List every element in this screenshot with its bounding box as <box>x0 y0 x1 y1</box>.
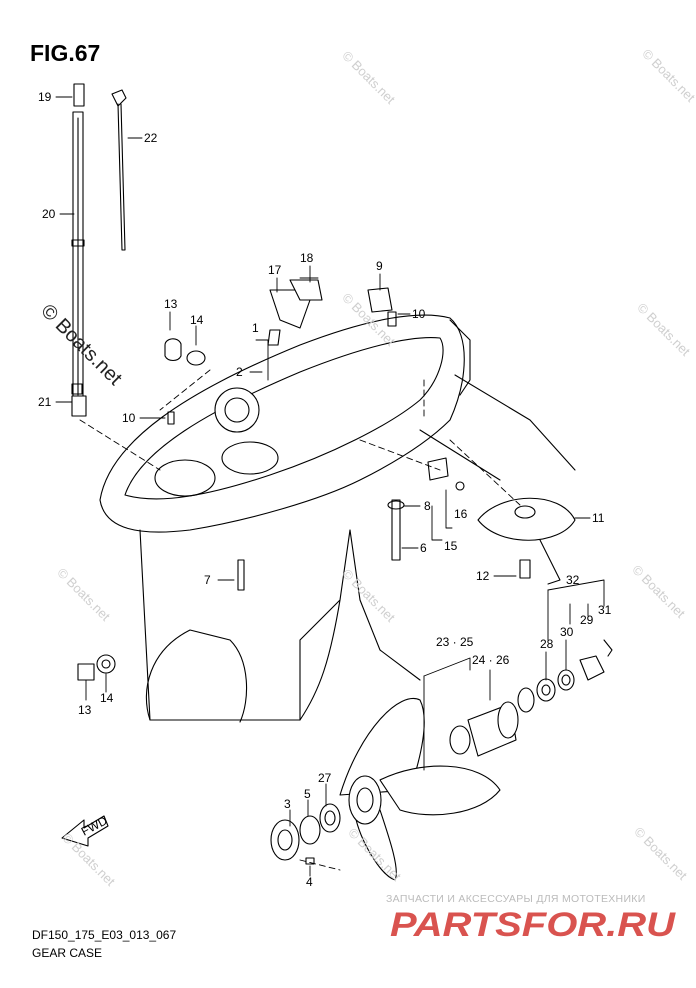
callout-31: 31 <box>598 603 612 617</box>
callout-4: 4 <box>306 875 313 889</box>
callout-22: 22 <box>144 131 158 145</box>
callout-12: 12 <box>476 569 490 583</box>
callout-20: 20 <box>42 207 56 221</box>
callout-14b: 14 <box>100 691 114 705</box>
callout-5: 5 <box>304 787 311 801</box>
callout-7: 7 <box>204 573 211 587</box>
svg-text:PARTSFOR.RU: PARTSFOR.RU <box>390 906 677 942</box>
alignment-lines <box>79 369 521 871</box>
callout-19: 19 <box>38 90 52 104</box>
diagram-caption: GEAR CASE <box>32 946 103 960</box>
diagram-code: DF150_175_E03_013_067 <box>32 928 177 942</box>
callout-1: 1 <box>252 321 259 335</box>
callout-6: 6 <box>420 541 427 555</box>
callout-30: 30 <box>560 625 574 639</box>
callout-13a: 13 <box>164 297 178 311</box>
callout-10b: 10 <box>412 307 426 321</box>
thrust-hub <box>449 639 613 757</box>
callout-18: 18 <box>300 251 314 265</box>
anode-trim-tab <box>477 497 576 585</box>
propeller <box>339 698 501 881</box>
cable-tie <box>111 89 127 251</box>
fwd-arrow-icon <box>61 815 109 847</box>
callout-27: 27 <box>318 771 332 785</box>
callout-21: 21 <box>38 395 52 409</box>
callout-16: 16 <box>454 507 468 521</box>
callout-28: 28 <box>540 637 554 651</box>
callout-9: 9 <box>376 259 383 273</box>
brand-logo: PARTSFOR.RU <box>390 906 677 942</box>
callout-13b: 13 <box>78 703 92 717</box>
callout-17: 17 <box>268 263 282 277</box>
callout-11: 11 <box>592 511 605 525</box>
callout-29: 29 <box>580 613 594 627</box>
callout-24: 24 · 26 <box>472 653 510 667</box>
callout-3: 3 <box>284 797 291 811</box>
callout-8: 8 <box>424 499 431 513</box>
prop-shaft-parts <box>270 803 341 865</box>
figure-title: FIG.67 <box>30 40 101 66</box>
callout-14a: 14 <box>190 313 204 327</box>
shift-rod <box>71 83 87 417</box>
brand-tagline: ЗАПЧАСТИ И АКСЕССУАРЫ ДЛЯ МОТОТЕХНИКИ <box>386 893 646 905</box>
callout-2: 2 <box>236 365 243 379</box>
callout-15: 15 <box>444 539 458 553</box>
callout-23: 23 · 25 <box>436 635 474 649</box>
leader-lines <box>55 96 605 877</box>
gear-case-housing <box>99 279 576 723</box>
callout-10a: 10 <box>122 411 136 425</box>
lower-plugs <box>77 654 116 681</box>
callout-32: 32 <box>566 573 580 587</box>
fwd-label: FWD <box>79 813 110 838</box>
